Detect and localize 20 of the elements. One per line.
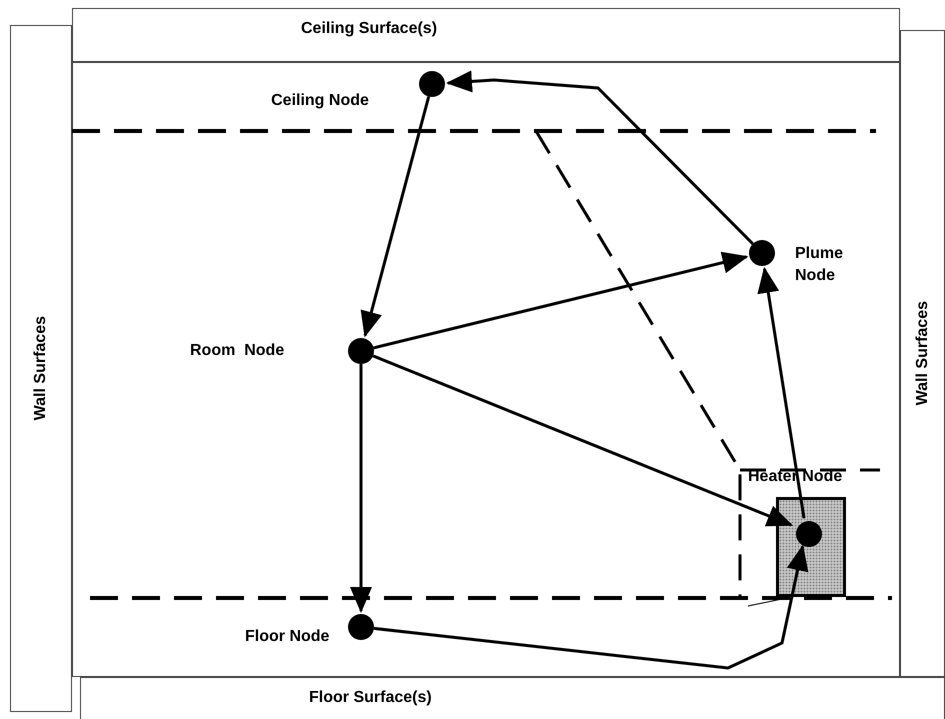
- surface-label: Floor Surface(s): [309, 688, 432, 708]
- node-label: Plume Node: [795, 244, 844, 286]
- arrow: [373, 252, 748, 350]
- surface-label: Ceiling Surface(s): [301, 19, 438, 39]
- ceiling-surface-box: [72, 8, 900, 62]
- node-label: Floor Node: [245, 627, 330, 647]
- heater-box: [776, 497, 846, 597]
- surface-label: Wall Surfaces: [31, 316, 50, 421]
- wall-surface-box: [10, 25, 72, 712]
- arrow: [360, 96, 430, 338]
- node-label: Ceiling Node: [270, 91, 370, 111]
- arrow: [757, 266, 806, 518]
- surface-label: Wall Surfaces: [912, 301, 932, 406]
- arrow: [446, 70, 754, 245]
- wall-surface-box: [900, 30, 945, 677]
- floor-surface-box: [80, 677, 945, 719]
- arrow: [350, 364, 372, 613]
- arrow: [372, 354, 794, 526]
- arrow: [374, 544, 808, 670]
- node-label: Room Node: [190, 341, 286, 361]
